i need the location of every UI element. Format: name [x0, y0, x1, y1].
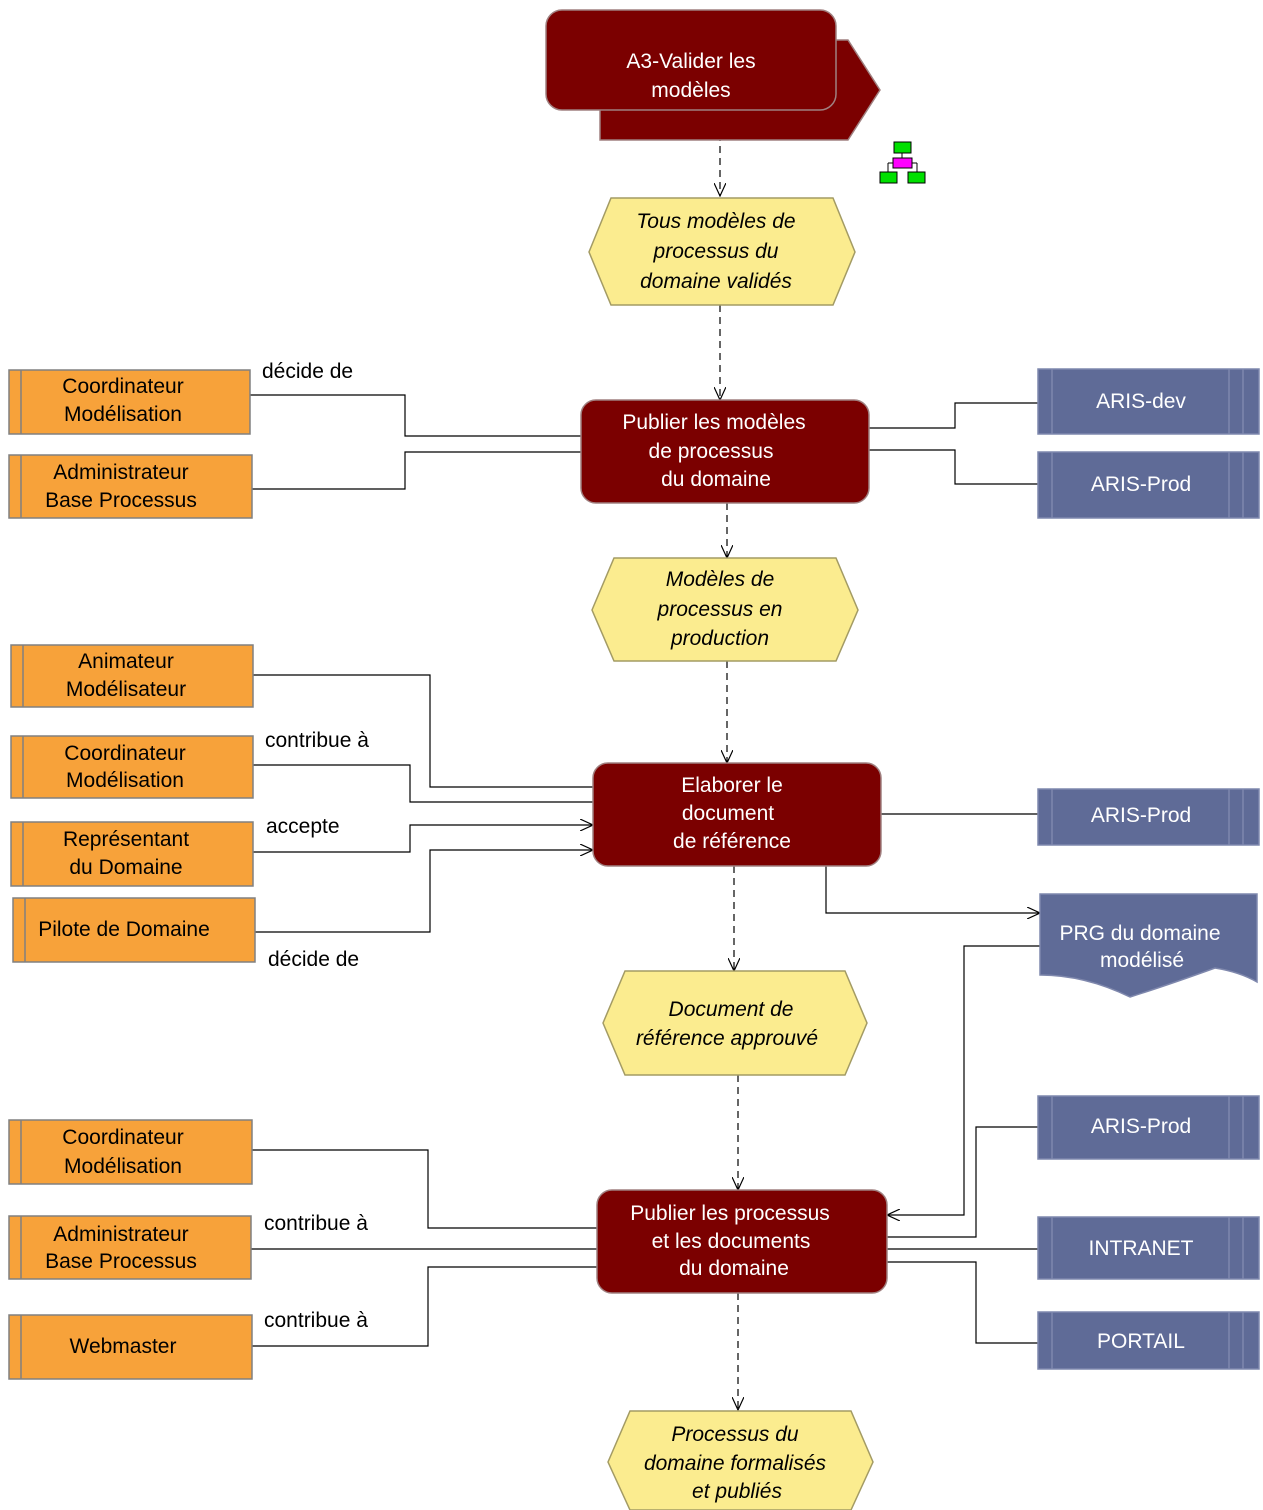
connection-label-contribue-1: contribue à — [265, 729, 369, 752]
link-f2-doc — [825, 866, 1040, 913]
system-s1[interactable]: ARIS-dev — [1037, 368, 1260, 435]
role-r4-line1: Coordinateur — [64, 742, 185, 765]
link-r1-f1 — [250, 394, 581, 437]
system-s1-label: ARIS-dev — [1096, 390, 1186, 413]
role-r6[interactable]: Pilote de Domaine — [12, 897, 256, 963]
event-e1[interactable]: Tous modèles de processus du domaine val… — [588, 197, 856, 306]
event-e4-line2: domaine formalisés — [644, 1452, 827, 1475]
role-r2-line2: Base Processus — [45, 489, 197, 512]
role-r9[interactable]: Webmaster — [8, 1314, 253, 1380]
connections — [250, 110, 1040, 1410]
role-r1-line2: Modélisation — [64, 403, 182, 426]
process-interface-label-1: A3-Valider les — [626, 50, 755, 73]
link-r9-f3 — [252, 1266, 597, 1347]
link-r3-f2 — [253, 674, 593, 788]
connection-label-contribue-2: contribue à — [264, 1212, 368, 1235]
role-r7-line2: Modélisation — [64, 1155, 182, 1178]
event-e3-line2: référence approuvé — [636, 1027, 818, 1050]
link-f1-s1 — [869, 402, 1038, 429]
system-s4-label: ARIS-Prod — [1091, 1115, 1191, 1138]
role-r3-line2: Modélisateur — [66, 678, 186, 701]
role-r7-line1: Coordinateur — [62, 1126, 183, 1149]
function-f2-line2: document — [682, 802, 774, 825]
event-e3[interactable]: Document de référence approuvé — [602, 970, 868, 1076]
function-f3[interactable]: Publier les processus et les documents d… — [596, 1189, 888, 1294]
document-prg-line1: PRG du domaine — [1059, 922, 1220, 945]
event-e2-line2: processus en — [657, 598, 783, 621]
role-r5[interactable]: Représentant du Domaine — [10, 821, 254, 887]
process-interface-a3[interactable]: A3-Valider les modèles — [545, 9, 881, 141]
link-r5-f2 — [253, 825, 593, 853]
role-r3[interactable]: Animateur Modélisateur — [10, 644, 254, 708]
link-r7-f3 — [252, 1149, 597, 1229]
event-e1-line1: Tous modèles de — [636, 210, 795, 233]
role-r7[interactable]: Coordinateur Modélisation — [8, 1119, 253, 1185]
link-r2-f1 — [252, 451, 581, 490]
event-e2-line1: Modèles de — [666, 568, 775, 591]
link-r6-f2 — [255, 850, 593, 933]
function-f1[interactable]: Publier les modèles de processus du doma… — [580, 399, 870, 504]
event-e4-line3: et publiés — [692, 1480, 782, 1503]
connection-label-decide-de-1: décide de — [262, 360, 353, 383]
link-doc-f3 — [887, 945, 1040, 1215]
role-r2[interactable]: Administrateur Base Processus — [8, 454, 253, 519]
event-e4-line1: Processus du — [671, 1423, 799, 1446]
function-f1-line2: de processus — [649, 440, 774, 463]
event-e3-line1: Document de — [669, 998, 794, 1021]
role-r1-line1: Coordinateur — [62, 375, 183, 398]
link-f3-s6 — [887, 1261, 1038, 1344]
document-prg-line2: modélisé — [1100, 949, 1184, 972]
role-r4-line2: Modélisation — [66, 769, 184, 792]
system-s5[interactable]: INTRANET — [1037, 1216, 1260, 1280]
role-r5-line2: du Domaine — [69, 856, 182, 879]
role-r4[interactable]: Coordinateur Modélisation — [10, 735, 254, 799]
role-r8[interactable]: Administrateur Base Processus — [8, 1215, 252, 1280]
system-s6-label: PORTAIL — [1097, 1330, 1185, 1353]
system-s3[interactable]: ARIS-Prod — [1037, 788, 1260, 846]
function-f3-line3: du domaine — [679, 1257, 789, 1280]
connection-label-decide-de-2: décide de — [268, 948, 359, 971]
event-e2[interactable]: Modèles de processus en production — [591, 557, 859, 662]
system-s5-label: INTRANET — [1089, 1237, 1194, 1260]
function-f2-line3: de référence — [673, 830, 791, 853]
function-f1-line3: du domaine — [661, 468, 771, 491]
process-interface-front — [545, 9, 837, 111]
system-s4[interactable]: ARIS-Prod — [1037, 1095, 1260, 1160]
role-r8-line2: Base Processus — [45, 1250, 197, 1273]
connection-label-accepte: accepte — [266, 815, 340, 838]
process-interface-label-2: modèles — [651, 79, 730, 102]
role-r8-line1: Administrateur — [53, 1223, 188, 1246]
event-e4[interactable]: Processus du domaine formalisés et publi… — [607, 1410, 874, 1510]
function-f3-line1: Publier les processus — [630, 1202, 830, 1225]
event-e1-line3: domaine validés — [640, 270, 792, 293]
role-r6-line1: Pilote de Domaine — [38, 918, 210, 941]
link-r4-f2 — [253, 764, 593, 803]
system-s3-label: ARIS-Prod — [1091, 804, 1191, 827]
role-r3-line1: Animateur — [78, 650, 174, 673]
role-r5-line1: Représentant — [63, 828, 189, 851]
system-s2-label: ARIS-Prod — [1091, 473, 1191, 496]
event-e1-line2: processus du — [653, 240, 779, 263]
document-prg[interactable]: PRG du domaine modélisé — [1039, 893, 1258, 998]
function-f1-line1: Publier les modèles — [622, 411, 805, 434]
function-f3-line2: et les documents — [652, 1230, 811, 1253]
system-s6[interactable]: PORTAIL — [1037, 1311, 1260, 1370]
link-f3-s4 — [887, 1126, 1038, 1238]
process-hierarchy-icon[interactable] — [879, 141, 926, 184]
event-e2-line3: production — [670, 627, 769, 650]
role-r9-line1: Webmaster — [70, 1335, 177, 1358]
connection-label-contribue-3: contribue à — [264, 1309, 368, 1332]
link-f1-s2 — [869, 449, 1038, 485]
function-f2[interactable]: Elaborer le document de référence — [592, 762, 882, 867]
role-r2-line1: Administrateur — [53, 461, 188, 484]
system-s2[interactable]: ARIS-Prod — [1037, 451, 1260, 519]
function-f2-line1: Elaborer le — [681, 774, 783, 797]
role-r1[interactable]: Coordinateur Modélisation — [8, 369, 251, 435]
